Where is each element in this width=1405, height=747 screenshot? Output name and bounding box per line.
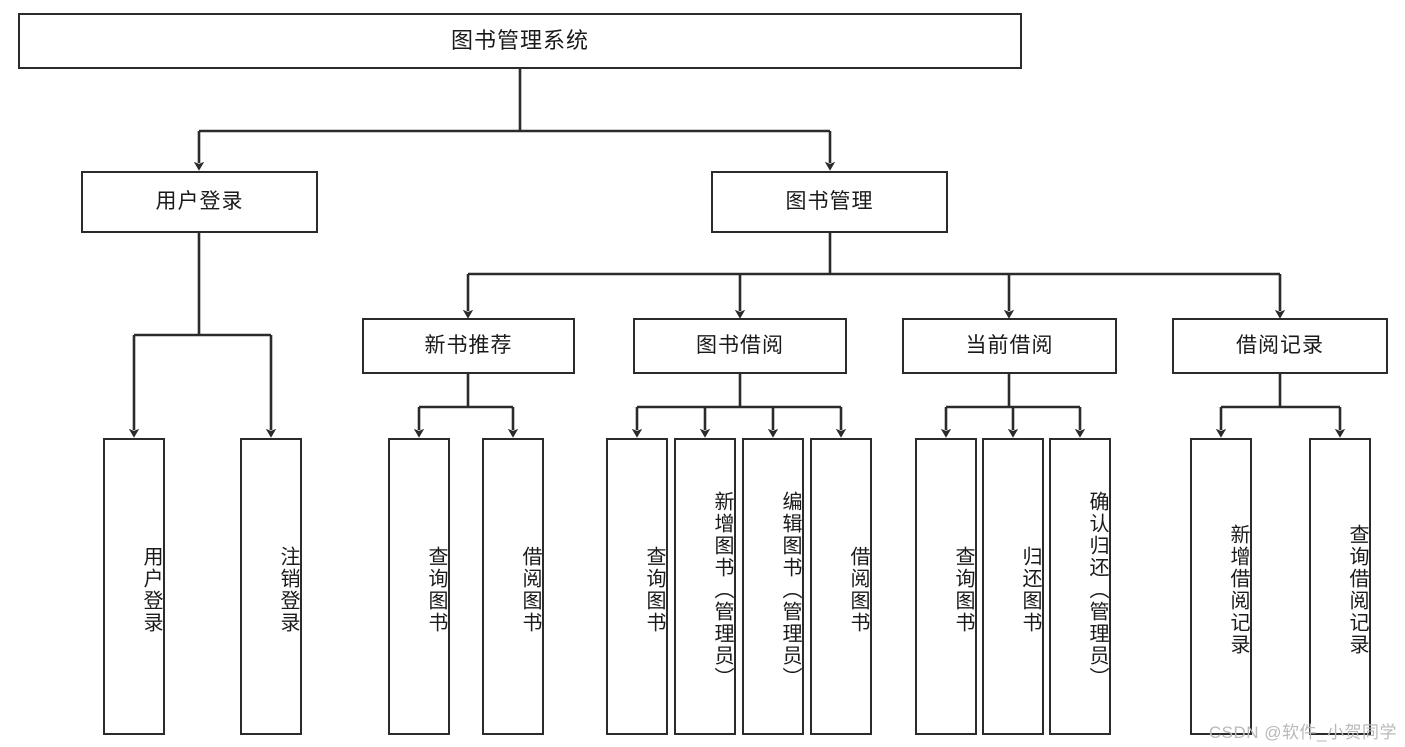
csdn-watermark: CSDN @软件_小贺同学 xyxy=(1208,723,1397,742)
leaf-borrow-edit-book[interactable]: 编辑图书（管理员） xyxy=(742,438,804,735)
node-label: 用户登录 xyxy=(155,190,244,214)
leaf-user-logout[interactable]: 注销登录 xyxy=(240,438,302,735)
node-label: 确认归还（管理员） xyxy=(1086,490,1108,689)
node-label: 注销登录 xyxy=(277,545,299,634)
leaf-current-return-book[interactable]: 归还图书 xyxy=(982,438,1044,735)
node-label: 借阅图书 xyxy=(519,545,541,634)
node-new-book-recommend[interactable]: 新书推荐 xyxy=(362,318,575,374)
node-label: 查询图书 xyxy=(952,545,974,634)
node-label: 新书推荐 xyxy=(424,334,513,358)
node-label: 借阅图书 xyxy=(847,545,869,634)
node-label: 查询图书 xyxy=(425,545,447,634)
leaf-borrow-add-book[interactable]: 新增图书（管理员） xyxy=(674,438,736,735)
leaf-recommend-query-book[interactable]: 查询图书 xyxy=(388,438,450,735)
node-label: 图书管理 xyxy=(785,190,874,214)
node-root-system[interactable]: 图书管理系统 xyxy=(18,13,1022,69)
node-label: 查询借阅记录 xyxy=(1346,523,1368,656)
node-label: 查询图书 xyxy=(643,545,665,634)
node-label: 图书借阅 xyxy=(696,334,784,358)
leaf-borrow-query-book[interactable]: 查询图书 xyxy=(606,438,668,735)
node-label: 归还图书 xyxy=(1019,545,1041,634)
leaf-borrow-borrow-book[interactable]: 借阅图书 xyxy=(810,438,872,735)
leaf-recommend-borrow-book[interactable]: 借阅图书 xyxy=(482,438,544,735)
node-label: 新增图书（管理员） xyxy=(711,490,733,689)
node-user-login[interactable]: 用户登录 xyxy=(81,171,318,233)
node-label: 编辑图书（管理员） xyxy=(779,490,801,689)
node-current-borrow[interactable]: 当前借阅 xyxy=(902,318,1117,374)
leaf-record-query[interactable]: 查询借阅记录 xyxy=(1309,438,1371,735)
node-label: 图书管理系统 xyxy=(450,27,589,53)
leaf-user-login[interactable]: 用户登录 xyxy=(103,438,165,735)
node-book-management[interactable]: 图书管理 xyxy=(711,171,948,233)
node-label: 新增借阅记录 xyxy=(1227,523,1249,656)
leaf-record-add[interactable]: 新增借阅记录 xyxy=(1190,438,1252,735)
leaf-current-query-book[interactable]: 查询图书 xyxy=(915,438,977,735)
node-label: 当前借阅 xyxy=(965,334,1054,358)
node-label: 借阅记录 xyxy=(1236,334,1324,358)
leaf-current-confirm-return[interactable]: 确认归还（管理员） xyxy=(1049,438,1111,735)
node-book-borrow[interactable]: 图书借阅 xyxy=(633,318,847,374)
node-borrow-record[interactable]: 借阅记录 xyxy=(1172,318,1388,374)
node-label: 用户登录 xyxy=(140,545,162,634)
